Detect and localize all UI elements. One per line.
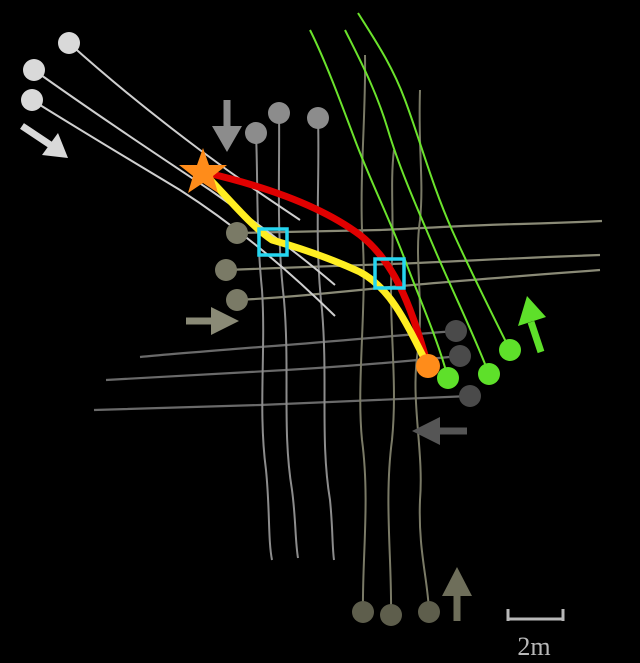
- start-dot: [352, 601, 374, 623]
- trajectory-line: [236, 219, 603, 235]
- start-dot: [445, 320, 467, 342]
- start-dot: [478, 363, 500, 385]
- direction-arrow-icon: [212, 100, 242, 152]
- start-dot: [245, 122, 267, 144]
- green-start-dots: [437, 339, 521, 389]
- start-dot: [418, 601, 440, 623]
- yellow-predicted-path: [199, 168, 432, 370]
- trajectory-line: [277, 112, 299, 559]
- trajectory-line: [344, 29, 490, 375]
- white-diagonal-group: [31, 42, 336, 317]
- trajectory-line: [31, 99, 336, 317]
- gray-start-dots: [245, 102, 329, 144]
- trajectory-line: [93, 394, 471, 412]
- start-dot: [437, 367, 459, 389]
- direction-arrow-icon: [20, 123, 68, 158]
- start-dot: [499, 339, 521, 361]
- scale-bar: [506, 609, 565, 621]
- start-dot: [449, 345, 471, 367]
- waypoint-square: [257, 227, 289, 257]
- trajectory-line: [68, 42, 301, 221]
- direction-arrow-icon: [186, 307, 239, 335]
- start-dot: [268, 102, 290, 124]
- end-dot: [416, 354, 440, 378]
- direction-arrow-icon: [518, 296, 546, 354]
- start-dot: [226, 222, 248, 244]
- darkgray-start-dots: [445, 320, 481, 407]
- green-diagonal-group: [309, 12, 511, 379]
- start-dot: [215, 259, 237, 281]
- start-dot: [226, 289, 248, 311]
- gray-vertical-group: [255, 112, 335, 561]
- start-dot: [21, 89, 43, 111]
- trajectory-line: [316, 117, 335, 561]
- start-dot: [459, 385, 481, 407]
- bottom-start-dots: [352, 601, 440, 626]
- red-predicted-path: [199, 168, 432, 370]
- trajectory-line: [255, 132, 273, 561]
- trajectory-line: [105, 354, 461, 382]
- trajectory-line: [359, 54, 367, 613]
- start-dot: [380, 604, 402, 626]
- start-dot: [23, 59, 45, 81]
- trajectory-line: [33, 69, 336, 286]
- trajectory-line: [387, 149, 395, 616]
- olive-start-dots: [215, 222, 248, 311]
- direction-arrow-icon: [412, 417, 467, 445]
- start-dot: [58, 32, 80, 54]
- waypoint-square: [373, 257, 406, 290]
- trajectory-line: [357, 12, 511, 351]
- start-star-icon: [179, 148, 227, 193]
- scale-bar-label: 2m: [517, 632, 550, 661]
- white-start-dots: [21, 32, 80, 111]
- trajectory-line: [309, 29, 449, 379]
- direction-arrow-icon: [442, 567, 472, 621]
- start-dot: [307, 107, 329, 129]
